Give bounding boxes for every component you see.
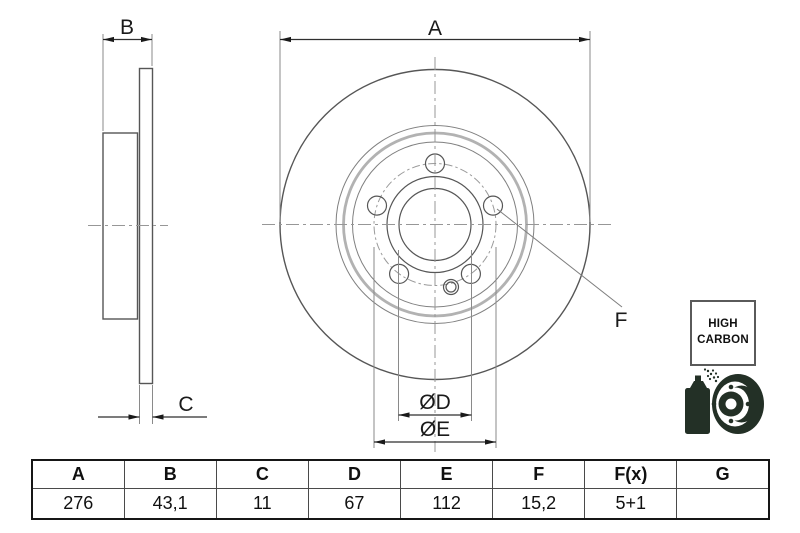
dim-c-arrow-right [152,414,164,420]
table-value-f: 15,2 [492,488,586,520]
table-header-e: E [399,459,494,489]
dimension-e: ØE [373,247,497,448]
dim-f-leader-line [496,208,623,308]
table-value-row: 276 43,1 11 67 112 15,2 5+1 [31,488,770,520]
bolt-hole-lower-left [389,263,410,284]
table-header-g: G [676,459,770,489]
table-value-g [676,488,770,520]
bolt-hole-upper-right [482,195,504,216]
dim-c-arrow-left [128,414,140,420]
dim-b-arrow-right [141,36,152,43]
high-carbon-line2: CARBON [697,334,749,346]
disc-3d-glyph [711,374,764,434]
table-value-b: 43,1 [123,488,217,520]
dimension-table: A B C D E F F(x) G 276 43,1 11 67 112 15… [31,459,770,520]
dim-a-label: A [428,17,442,40]
dim-b-label: B [120,16,134,39]
table-header-c: C [215,459,309,489]
table-header-f: F [492,459,586,489]
high-carbon-line1: HIGH [708,318,738,331]
dim-d-arrow-left [398,412,410,418]
table-header-row: A B C D E F F(x) G [31,459,770,489]
spray-can [685,368,720,434]
dimension-a: A [279,17,591,222]
bolt-hole-upper-left [366,195,388,216]
table-value-e: 112 [399,488,494,520]
dim-b-arrow-left [103,36,114,43]
dim-f-label: F [615,309,628,332]
dim-e-arrow-right [485,439,496,445]
dim-d-label: ØD [419,391,451,414]
table-value-d: 67 [307,488,402,520]
table-value-a: 276 [31,488,125,520]
dim-c-label: C [178,393,193,416]
dimension-b: B [102,16,153,131]
dimension-f: F [496,208,628,332]
table-header-d: D [307,459,402,489]
pin-hole-outer [442,278,460,296]
dim-a-arrow-right [579,36,590,43]
table-header-a: A [31,459,125,489]
dim-e-label: ØE [420,418,450,441]
table-value-c: 11 [215,488,309,520]
front-view: A ØD ØE F [262,17,627,452]
dim-a-arrow-left [280,36,291,43]
table-header-b: B [123,459,217,489]
side-view: B C [88,16,207,424]
pin-hole-inner [445,281,457,293]
dimension-d: ØD [398,250,472,421]
coated-brake-disc-spray-icon [685,368,764,434]
high-carbon-badge: HIGH CARBON [690,300,756,366]
dimension-c: C [98,385,207,424]
table-value-fx: 5+1 [584,488,678,520]
dim-d-arrow-right [460,412,472,418]
table-header-fx: F(x) [584,459,678,489]
bolt-hole-lower-right [460,263,481,284]
dim-e-arrow-left [374,439,385,445]
brake-disc-drawing: B C [88,16,627,452]
